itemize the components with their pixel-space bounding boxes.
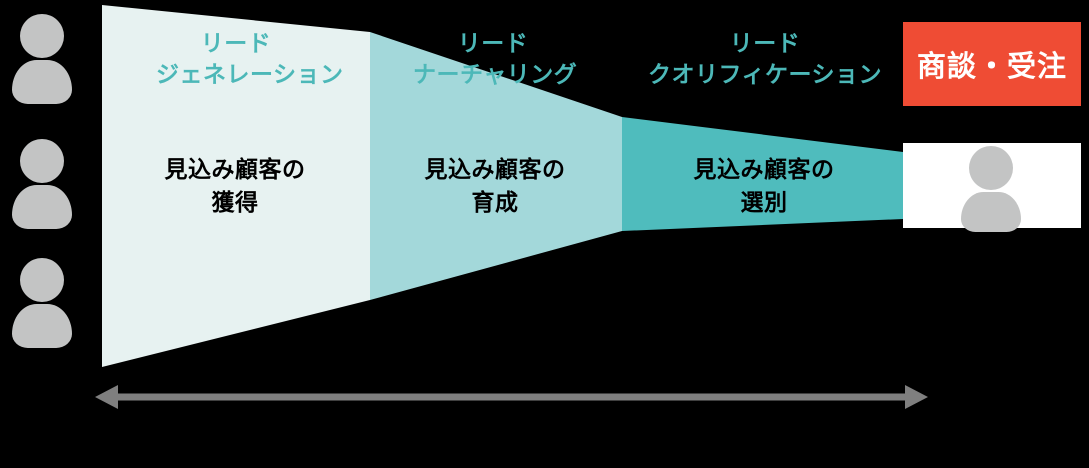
stage-heading-3: リード クオリフィケーション xyxy=(640,28,890,90)
stage-heading-3-line2: クオリフィケーション xyxy=(647,61,883,87)
person-head xyxy=(20,258,64,302)
stage-body-2-line2: 育成 xyxy=(471,189,519,215)
person-head xyxy=(20,14,64,58)
stage-heading-3-line1: リード xyxy=(729,30,801,56)
stage-body-1-line1: 見込み顧客の xyxy=(164,156,306,182)
stage-heading-1-line1: リード xyxy=(200,30,272,56)
stage-body-2-line1: 見込み顧客の xyxy=(424,156,566,182)
customer-box xyxy=(903,143,1081,232)
person-icon xyxy=(12,14,74,104)
stage-heading-1: リード ジェネレーション xyxy=(156,28,344,90)
stage-heading-2-line1: リード xyxy=(457,30,529,56)
stage-body-2: 見込み顧客の 育成 xyxy=(415,153,575,219)
person-body xyxy=(961,192,1021,232)
funnel-segment-2 xyxy=(370,32,622,300)
person-head xyxy=(969,146,1013,190)
stage-heading-2: リード ナーチャリング xyxy=(413,28,578,90)
stage-body-1-line2: 獲得 xyxy=(211,189,259,215)
funnel-segment-1 xyxy=(102,5,370,367)
stage-heading-2-line2: ナーチャリング xyxy=(413,61,578,87)
funnel-segment-3 xyxy=(622,117,903,231)
result-box: 商談・受注 xyxy=(903,22,1081,106)
stage-body-1: 見込み顧客の 獲得 xyxy=(155,153,315,219)
person-head xyxy=(20,139,64,183)
stage-body-3-line2: 選別 xyxy=(740,189,788,215)
person-body xyxy=(12,304,72,348)
person-icon xyxy=(961,146,1023,232)
person-icon xyxy=(12,139,74,229)
result-label: 商談・受注 xyxy=(916,51,1067,83)
stage-body-3: 見込み顧客の 選別 xyxy=(684,153,844,219)
person-body xyxy=(12,185,72,229)
person-icon xyxy=(12,258,74,348)
stage-body-3-line1: 見込み顧客の xyxy=(693,156,835,182)
person-body xyxy=(12,60,72,104)
stage-heading-1-line2: ジェネレーション xyxy=(156,61,344,87)
